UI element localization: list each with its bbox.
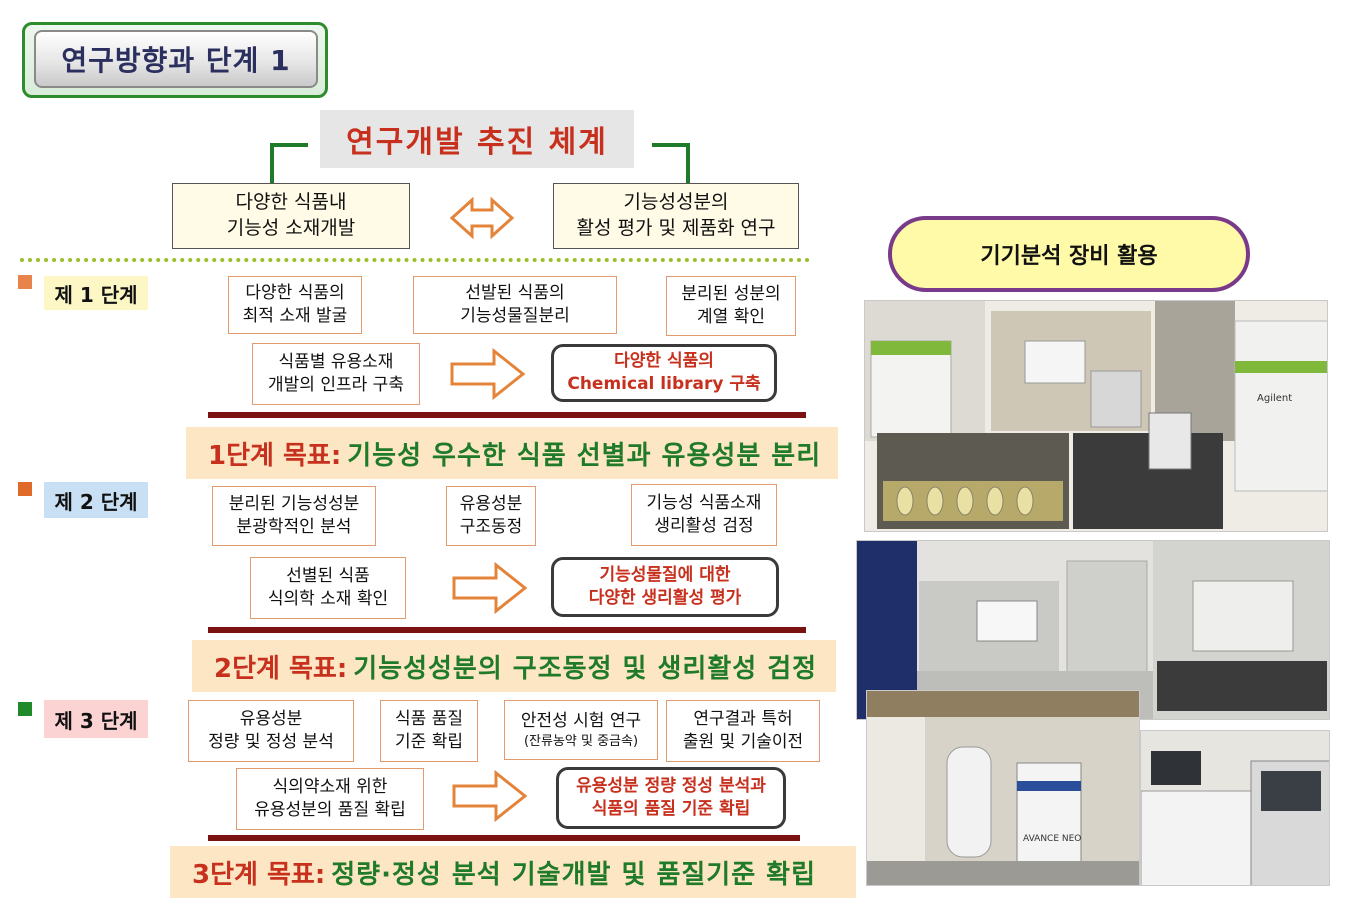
stage-3-divider bbox=[208, 835, 800, 841]
section-divider bbox=[20, 258, 810, 262]
stage-3-goal-text: 정량·정성 분석 기술개발 및 품질기준 확립 bbox=[331, 859, 817, 890]
system-title: 연구개발 추진 체계 bbox=[320, 110, 634, 168]
stage-1-goal: 1단계 목표: 기능성 우수한 식품 선별과 유용성분 분리 bbox=[186, 427, 838, 479]
stage-3-box-3-note: (잔류농약 및 중금속) bbox=[523, 733, 639, 749]
lab-room-illustration bbox=[857, 541, 1329, 719]
stage-3-box-2: 식품 품질 기준 확립 bbox=[380, 700, 478, 762]
stage-3-goal: 3단계 목표: 정량·정성 분석 기술개발 및 품질기준 확립 bbox=[170, 846, 856, 898]
stage-1-divider bbox=[208, 412, 806, 418]
stage-2-goal-text: 기능성성분의 구조동정 및 생리활성 검정 bbox=[353, 653, 818, 684]
stage-2-bullet bbox=[18, 482, 32, 496]
stage-1-goal-prefix: 1단계 목표: bbox=[208, 440, 342, 471]
stage-2-divider bbox=[208, 627, 806, 633]
stage-2-input-box: 선별된 식품 식의학 소재 확인 bbox=[250, 557, 406, 619]
arrow-right-icon bbox=[452, 562, 528, 614]
stage-3-box-1: 유용성분 정량 및 정성 분석 bbox=[188, 700, 354, 762]
stage-1-box-3: 분리된 성분의 계열 확인 bbox=[666, 276, 796, 336]
double-arrow-icon bbox=[450, 196, 514, 240]
stage-2-label: 제 2 단계 bbox=[44, 482, 148, 518]
page-title: 연구방향과 단계 1 bbox=[34, 30, 318, 88]
lab-photo-4 bbox=[1140, 730, 1330, 886]
stage-1-result: 다양한 식품의 Chemical library 구축 bbox=[551, 344, 777, 402]
bracket-right bbox=[652, 143, 690, 183]
nmr-room-illustration: AVANCE NEO bbox=[867, 691, 1139, 885]
stage-1-label: 제 1 단계 bbox=[44, 276, 148, 310]
stage-2-result: 기능성물질에 대한 다양한 생리활성 평가 bbox=[551, 557, 779, 617]
arrow-right-icon bbox=[450, 348, 526, 400]
stage-3-result: 유용성분 정량 정성 분석과 식품의 품질 기준 확립 bbox=[556, 767, 786, 829]
stage-2-box-1: 분리된 기능성성분 분광학적인 분석 bbox=[212, 486, 376, 546]
stage-2-goal-prefix: 2단계 목표: bbox=[214, 653, 348, 684]
laptop-bench-illustration bbox=[1141, 731, 1329, 885]
stage-3-goal-prefix: 3단계 목표: bbox=[192, 859, 326, 890]
top-box-left: 다양한 식품내 기능성 소재개발 bbox=[172, 183, 410, 249]
lab-instruments-illustration: Agilent bbox=[865, 301, 1327, 531]
stage-1-box-2: 선발된 식품의 기능성물질분리 bbox=[413, 276, 617, 334]
lab-photo-3: AVANCE NEO bbox=[866, 690, 1140, 886]
equipment-title: 기기분석 장비 활용 bbox=[888, 216, 1250, 292]
bracket-left bbox=[270, 143, 308, 183]
stage-2-goal: 2단계 목표: 기능성성분의 구조동정 및 생리활성 검정 bbox=[192, 640, 836, 692]
stage-1-box-1: 다양한 식품의 최적 소재 발굴 bbox=[228, 276, 362, 334]
stage-3-input-box: 식의약소재 위한 유용성분의 품질 확립 bbox=[236, 768, 424, 830]
stage-1-bullet bbox=[18, 275, 32, 289]
agilent-brand-text: Agilent bbox=[1257, 393, 1292, 404]
arrow-right-icon bbox=[452, 770, 528, 822]
avance-neo-text: AVANCE NEO bbox=[1023, 834, 1081, 844]
top-box-right: 기능성성분의 활성 평가 및 제품화 연구 bbox=[553, 183, 799, 249]
stage-1-goal-text: 기능성 우수한 식품 선별과 유용성분 분리 bbox=[347, 440, 822, 471]
stage-3-box-4: 연구결과 특허 출원 및 기술이전 bbox=[666, 700, 820, 762]
stage-3-label: 제 3 단계 bbox=[44, 700, 148, 738]
stage-3-box-3: 안전성 시험 연구 (잔류농약 및 중금속) bbox=[504, 700, 658, 760]
stage-3-bullet bbox=[18, 702, 32, 716]
stage-2-box-3: 기능성 식품소재 생리활성 검정 bbox=[631, 484, 777, 546]
stage-1-input-box: 식품별 유용소재 개발의 인프라 구축 bbox=[252, 343, 420, 405]
lab-photo-1: Agilent bbox=[864, 300, 1328, 532]
stage-2-box-2: 유용성분 구조동정 bbox=[446, 486, 536, 546]
stage-3-box-3-title: 안전성 시험 연구 bbox=[520, 710, 642, 731]
